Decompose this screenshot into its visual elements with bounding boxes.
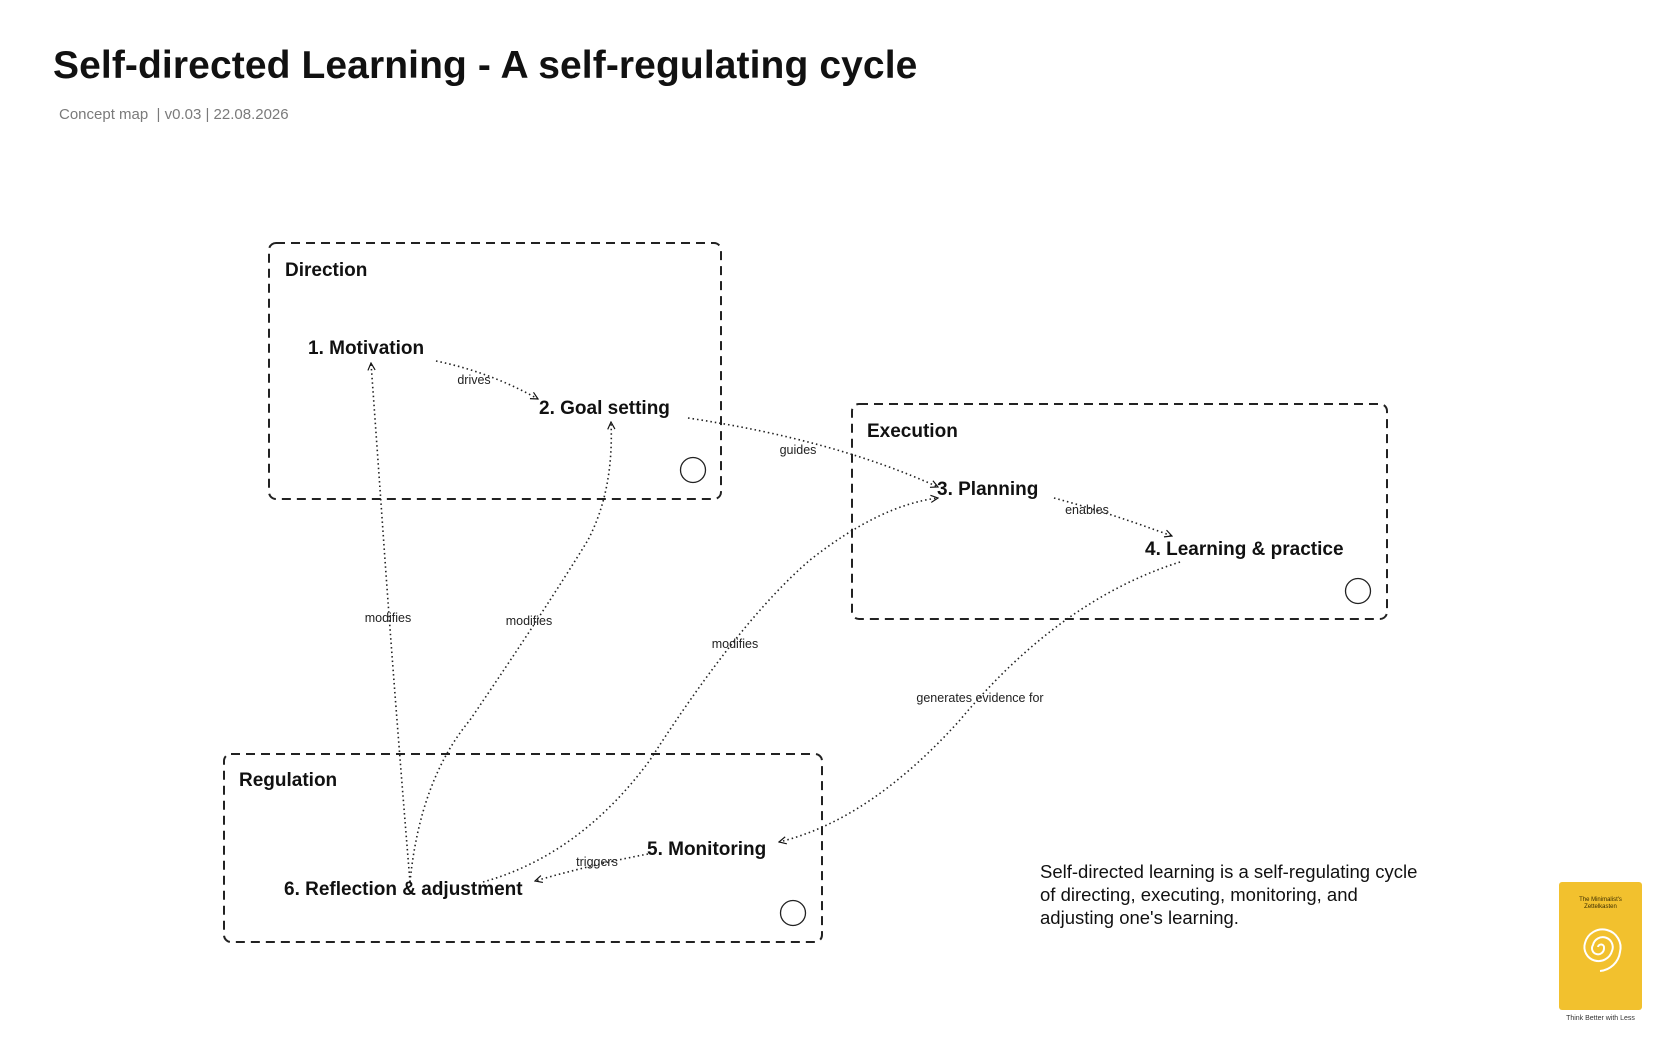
edge-guides[interactable] — [687, 417, 938, 487]
edge-modifies-goal[interactable] — [409, 422, 611, 883]
node-monitoring[interactable]: 5. Monitoring — [647, 839, 766, 860]
edge-label-modifies-goal: modifies — [506, 614, 553, 628]
group-regulation-title: Regulation — [239, 770, 337, 791]
book-badge[interactable]: The Minimalist's Zettelkasten — [1559, 882, 1642, 1010]
group-execution-handle-icon[interactable] — [1344, 577, 1372, 605]
node-reflection-adjustment[interactable]: 6. Reflection & adjustment — [284, 879, 523, 900]
group-regulation-handle-icon[interactable] — [779, 899, 807, 927]
group-execution-title: Execution — [867, 421, 958, 442]
book-title: The Minimalist's Zettelkasten — [1579, 897, 1622, 910]
spiral-logo-icon — [1582, 928, 1622, 972]
page-title: Self-directed Learning - A self-regulati… — [53, 44, 918, 87]
node-planning[interactable]: 3. Planning — [937, 479, 1038, 500]
node-motivation[interactable]: 1. Motivation — [308, 338, 424, 359]
edge-enables[interactable] — [1053, 497, 1172, 536]
edge-label-enables: enables — [1065, 503, 1109, 517]
node-goal-setting[interactable]: 2. Goal setting — [539, 398, 670, 419]
page-subtitle: Concept map | v0.03 | 22.08.2026 — [59, 106, 289, 123]
edge-label-modifies-motivation: modifies — [365, 611, 412, 625]
edge-drives[interactable] — [435, 360, 538, 400]
edge-label-generates-evidence: generates evidence for — [916, 691, 1043, 705]
edge-triggers[interactable] — [535, 853, 649, 881]
edge-label-drives: drives — [457, 373, 490, 387]
group-direction-title: Direction — [285, 260, 367, 281]
edge-label-triggers: triggers — [576, 855, 618, 869]
tagline: Think Better with Less — [1566, 1015, 1635, 1022]
group-direction-handle-icon[interactable] — [679, 456, 707, 484]
edge-modifies-planning[interactable] — [482, 498, 938, 883]
edge-label-modifies-planning: modifies — [712, 637, 759, 651]
edge-label-guides: guides — [780, 443, 817, 457]
group-direction[interactable]: Direction — [268, 242, 722, 500]
group-regulation[interactable]: Regulation — [223, 753, 823, 943]
summary-text: Self-directed learning is a self-regulat… — [1040, 861, 1418, 928]
node-learning-practice[interactable]: 4. Learning & practice — [1145, 539, 1344, 560]
group-execution[interactable]: Execution — [851, 403, 1388, 620]
